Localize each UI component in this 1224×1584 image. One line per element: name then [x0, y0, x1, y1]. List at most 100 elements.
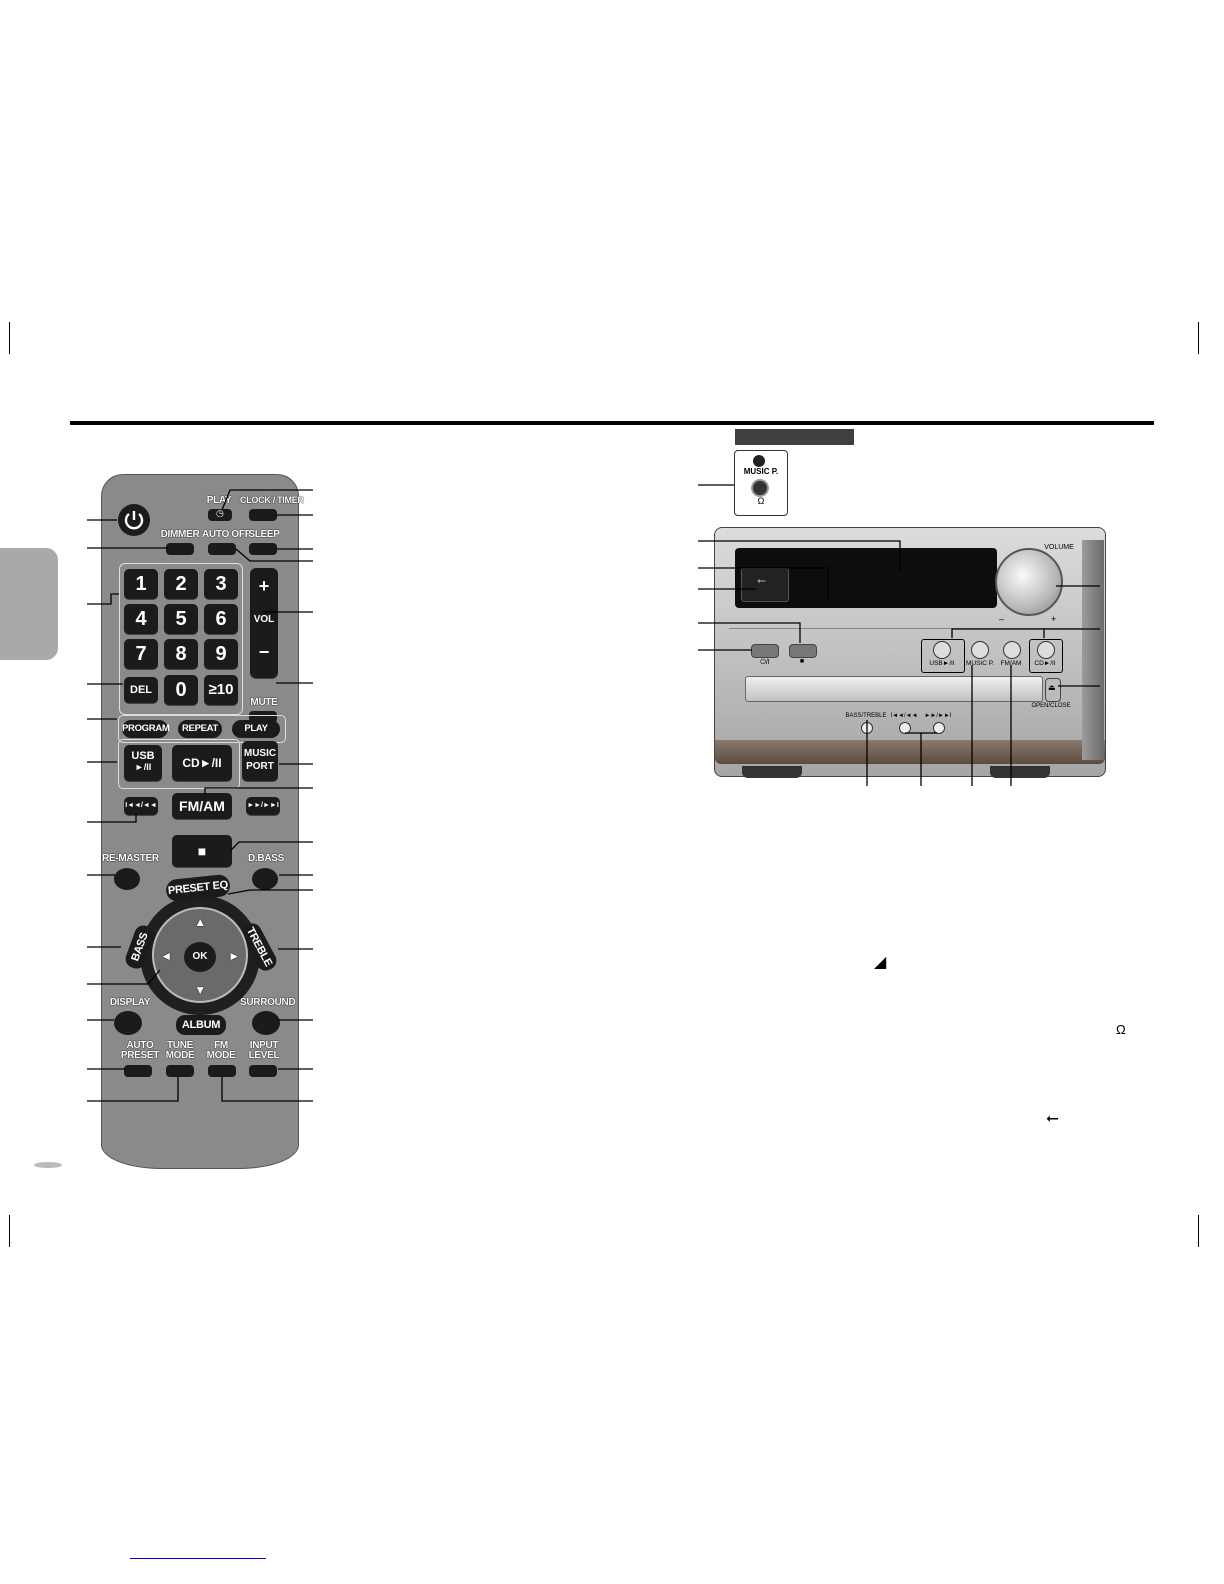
stop-button[interactable]: ■ [172, 835, 232, 867]
volume-rocker[interactable]: + VOL − [250, 568, 278, 678]
number-button-6[interactable]: 6 [204, 604, 238, 634]
unit-cd-label: CD►/II [1034, 660, 1056, 667]
album-button[interactable]: ALBUM [176, 1015, 226, 1035]
number-pad-outline [119, 563, 243, 715]
fm-am-button[interactable]: FM/AM [172, 793, 232, 819]
unit-music-p-button[interactable] [971, 641, 989, 659]
sleep-button[interactable] [249, 543, 277, 555]
right-foot [990, 766, 1050, 778]
dpad-down[interactable]: ▼ [194, 983, 206, 997]
headphone-jack [751, 479, 769, 497]
crop-mark-bottom-right [1198, 1215, 1199, 1247]
unit-stop-label: ■ [799, 658, 805, 665]
power-button[interactable] [118, 504, 150, 536]
number-button-5[interactable]: 5 [164, 604, 198, 634]
display-button[interactable] [114, 1011, 142, 1035]
dbass-label: D.BASS [248, 853, 284, 864]
music-port-button[interactable]: MUSIC PORT [242, 741, 278, 781]
fm-mode-label: FM MODE [206, 1040, 236, 1061]
play-timer-button[interactable]: ◷ [208, 508, 232, 521]
fm-mode-button[interactable] [208, 1065, 236, 1077]
unit-skip-forward-button[interactable] [933, 722, 945, 734]
unit-fm-am-label: FM/AM [1000, 660, 1022, 667]
unit-cd-button[interactable] [1037, 641, 1055, 659]
number-button-2[interactable]: 2 [164, 569, 198, 599]
number-button-7[interactable]: 7 [124, 639, 158, 669]
number-button-3[interactable]: 3 [204, 569, 238, 599]
unit-power-button[interactable] [751, 644, 779, 658]
volume-ramp-symbol: ◢ [874, 954, 887, 971]
ok-button[interactable]: OK [184, 942, 216, 972]
volume-minus[interactable]: − [258, 642, 270, 662]
unit-music-p-label: MUSIC P. [965, 660, 995, 667]
unit-fm-am-button[interactable] [1003, 641, 1021, 659]
headphone-symbol: Ω [1116, 1022, 1126, 1037]
usb-icon: ⭠ [757, 575, 766, 587]
dbass-button[interactable] [252, 868, 278, 890]
cd-play-button[interactable]: CD►/II [172, 745, 232, 781]
crop-mark-top-left [9, 322, 10, 354]
stereo-main-unit: ⭠ VOLUME – + ⏻/I ■ USB►/II MUSIC P. FM/A… [714, 527, 1106, 777]
skip-forward-button[interactable]: ►►/►►I [246, 797, 280, 815]
usb-sub-label: ►/II [134, 762, 152, 772]
ok-label: OK [192, 951, 208, 962]
auto-off-label: AUTO OFF [202, 529, 251, 540]
dpad-left[interactable]: ◄ [160, 949, 172, 963]
auto-preset-button[interactable] [124, 1065, 152, 1077]
input-level-label: INPUT LEVEL [248, 1040, 280, 1061]
volume-knob-minus: – [999, 614, 1005, 624]
bass-treble-label: BASS/TREBLE [845, 713, 887, 719]
cd-buttons-outline [1029, 639, 1063, 673]
number-button-9[interactable]: 9 [204, 639, 238, 669]
volume-knob-plus: + [1051, 614, 1057, 624]
tune-mode-button[interactable] [166, 1065, 194, 1077]
control-strip [729, 628, 1091, 669]
remaster-button[interactable] [114, 868, 140, 890]
program-button[interactable]: PROGRAM [122, 720, 170, 738]
auto-off-button[interactable] [208, 543, 236, 555]
usb-play-button[interactable]: USB ►/II [124, 745, 162, 781]
dpad-up[interactable]: ▲ [194, 915, 206, 929]
number-button-8[interactable]: 8 [164, 639, 198, 669]
auto-preset-label: AUTO PRESET [120, 1040, 160, 1061]
unit-usb-label: USB►/II [929, 660, 955, 667]
footer-link-underline [130, 1558, 266, 1559]
tune-mode-label: TUNE MODE [165, 1040, 195, 1061]
open-close-label: OPEN/CLOSE [1031, 703, 1071, 709]
skip-forward-label: ►►/►►I [924, 713, 952, 719]
del-button[interactable]: DEL [124, 677, 158, 703]
power-icon [124, 511, 144, 530]
open-close-button[interactable]: ⏏ [1045, 678, 1061, 702]
crop-mark-bottom-left [9, 1215, 10, 1247]
surround-button[interactable] [252, 1011, 280, 1035]
skip-back-button[interactable]: I◄◄/◄◄ [124, 797, 158, 815]
number-button-1[interactable]: 1 [124, 569, 158, 599]
clock-timer-button[interactable] [249, 509, 277, 521]
number-button-10-plus[interactable]: ≥10 [204, 675, 238, 705]
unit-usb-button[interactable] [933, 641, 951, 659]
volume-label: VOL [253, 614, 275, 625]
program-row-outline [118, 715, 286, 743]
volume-knob[interactable] [995, 548, 1063, 616]
mute-label: MUTE [250, 697, 278, 708]
play-timer-label: PLAY [206, 495, 232, 506]
dpad-right[interactable]: ► [228, 949, 240, 963]
repeat-button[interactable]: REPEAT [178, 720, 222, 738]
music-port-jack [753, 455, 765, 467]
headphone-icon: Ω [757, 496, 765, 506]
input-level-button[interactable] [249, 1065, 277, 1077]
source-buttons-outline [921, 639, 965, 673]
crop-mark-top-right [1198, 322, 1199, 354]
unit-side-panel [1082, 540, 1104, 760]
dimmer-button[interactable] [166, 543, 194, 555]
unit-power-label: ⏻/I [760, 659, 770, 666]
remote-control: PLAY ◷ CLOCK / TIMER DIMMER AUTO OFF SLE… [101, 474, 304, 1169]
number-button-4[interactable]: 4 [124, 604, 158, 634]
unit-stop-button[interactable] [789, 644, 817, 658]
display-label: DISPLAY [109, 997, 151, 1008]
jack-music-p-label: MUSIC P. [743, 467, 779, 476]
number-button-0[interactable]: 0 [164, 675, 198, 705]
volume-plus[interactable]: + [258, 576, 270, 596]
